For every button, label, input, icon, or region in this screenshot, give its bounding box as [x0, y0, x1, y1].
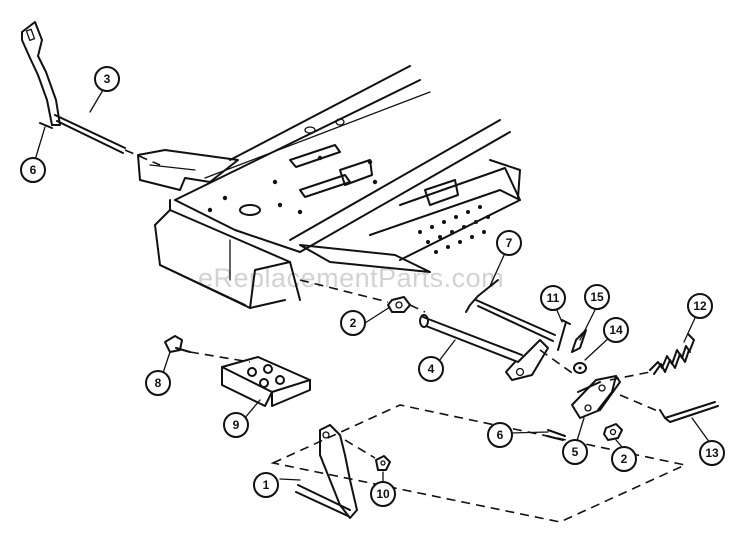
washer-part-14 — [573, 362, 587, 374]
callout-14: 14 — [603, 317, 629, 343]
callout-12-label: 12 — [693, 299, 707, 313]
pin-part-11 — [557, 319, 571, 351]
bracket-part-5 — [571, 375, 621, 419]
callout-6-lower: 6 — [487, 422, 513, 448]
watermark-text: eReplacementParts.com — [198, 263, 504, 293]
leader-lines — [34, 89, 711, 493]
callout-13: 13 — [699, 440, 725, 466]
callout-10: 10 — [370, 481, 396, 507]
callout-9-label: 9 — [233, 418, 240, 432]
callout-13-label: 13 — [705, 446, 719, 460]
callout-7: 7 — [496, 230, 522, 256]
callout-5: 5 — [562, 439, 588, 465]
nut-part-2-lower — [603, 423, 623, 441]
bolt-part-8 — [164, 335, 251, 363]
callout-8: 8 — [145, 370, 171, 396]
callout-11: 11 — [540, 285, 566, 311]
callout-4: 4 — [418, 356, 444, 382]
frame-assembly — [137, 65, 521, 309]
callout-4-label: 4 — [428, 362, 435, 376]
callout-1-label: 1 — [263, 478, 270, 492]
callout-2-lower-label: 2 — [621, 452, 628, 466]
callout-6-upper: 6 — [20, 157, 46, 183]
rod-part-13 — [619, 394, 719, 423]
callout-11-label: 11 — [547, 291, 560, 305]
callout-15: 15 — [584, 284, 610, 310]
rod-part-7 — [465, 279, 556, 342]
callout-10-label: 10 — [376, 487, 390, 501]
callout-5-label: 5 — [572, 445, 579, 459]
pedal-plate-part-9 — [221, 356, 311, 407]
callout-14-label: 14 — [609, 323, 623, 337]
lever-rod-part-3 — [21, 21, 161, 166]
callout-2-lower: 2 — [611, 446, 637, 472]
pedal-arm-part-1 — [270, 404, 688, 523]
callout-6-lower-label: 6 — [497, 428, 504, 442]
callout-2-upper-label: 2 — [350, 316, 357, 330]
callout-8-label: 8 — [155, 376, 162, 390]
callout-3: 3 — [94, 66, 120, 92]
callout-9: 9 — [223, 412, 249, 438]
callout-7-label: 7 — [506, 236, 513, 250]
callout-15-label: 15 — [590, 290, 604, 304]
callout-1: 1 — [253, 472, 279, 498]
shaft-part-4 — [299, 279, 576, 381]
nut-part-10 — [375, 455, 391, 471]
callout-3-label: 3 — [104, 72, 111, 86]
callout-2-upper: 2 — [340, 310, 366, 336]
callout-6-upper-label: 6 — [30, 163, 37, 177]
callout-12: 12 — [687, 293, 713, 319]
